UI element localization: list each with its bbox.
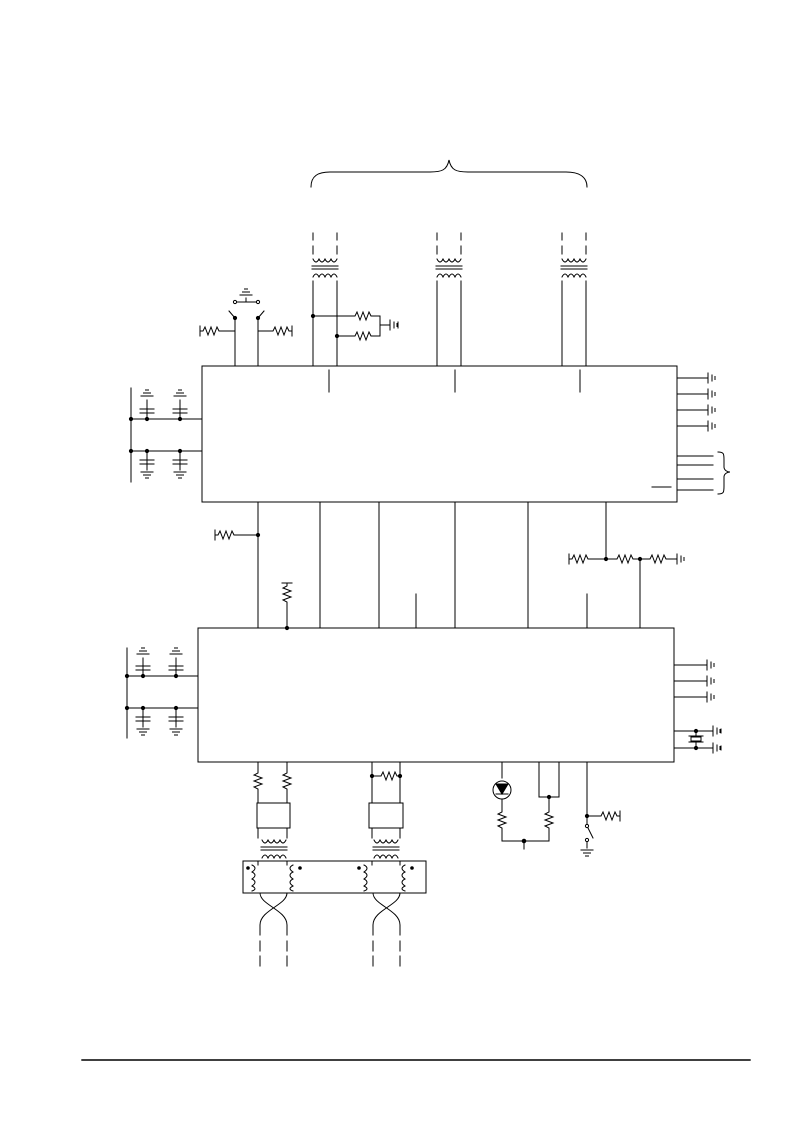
junction-dot xyxy=(694,729,697,732)
junction-dot xyxy=(335,334,338,337)
junction-dot xyxy=(233,300,236,303)
twisted-pair-a xyxy=(260,893,287,966)
choke-coils xyxy=(252,861,405,891)
lower-supply-bypass xyxy=(127,647,198,738)
top-channel-1 xyxy=(311,233,339,392)
junction-dot xyxy=(125,706,128,709)
junction-dot xyxy=(174,674,177,677)
junction-dot xyxy=(585,838,588,841)
lower-right-grounds xyxy=(674,659,715,703)
bottom-channel-b xyxy=(369,762,403,859)
led-return-loop xyxy=(502,762,559,849)
junction-dot xyxy=(522,839,526,843)
junction-dot xyxy=(141,706,144,709)
upper-supply-bypass xyxy=(131,388,202,482)
junction-dot xyxy=(256,316,259,319)
divider-chain xyxy=(568,553,685,565)
junction-dot xyxy=(638,557,641,560)
channel-brace xyxy=(311,160,587,187)
junction-dot xyxy=(145,417,148,420)
junction-dot xyxy=(256,300,259,303)
mid-pullup-left xyxy=(214,530,258,540)
junction-dot xyxy=(547,795,550,798)
junction-dot xyxy=(141,674,144,677)
junction-dot xyxy=(694,746,697,749)
top-channel-3 xyxy=(560,233,588,392)
junction-dot xyxy=(604,557,607,560)
upper-ic-block xyxy=(202,366,677,502)
junction-dot xyxy=(411,867,414,870)
junction-dot xyxy=(585,814,588,817)
junction-dot xyxy=(311,314,314,317)
junction-dot xyxy=(174,706,177,709)
choke-module xyxy=(243,861,426,893)
junction-dot xyxy=(233,316,236,319)
twisted-pair-b xyxy=(373,893,400,966)
upper-left-pullups xyxy=(199,288,293,366)
upper-right-bus xyxy=(677,452,730,494)
junction-dot xyxy=(178,417,181,420)
junction-dot xyxy=(398,774,401,777)
mid-pullup-vertical xyxy=(282,582,292,628)
termination-network xyxy=(313,311,398,341)
junction-dot xyxy=(358,867,361,870)
junction-dot xyxy=(370,774,373,777)
crystal-oscillator xyxy=(674,725,721,754)
junction-dot xyxy=(129,417,132,420)
bottom-channel-a xyxy=(253,762,292,859)
led-indicator xyxy=(493,762,511,841)
junction-dot xyxy=(585,824,588,827)
junction-dot xyxy=(145,449,148,452)
lower-ic-block xyxy=(198,628,674,762)
inter-ic-wiring xyxy=(258,502,640,628)
junction-dot xyxy=(247,867,250,870)
junction-dot xyxy=(129,449,132,452)
junction-dot xyxy=(256,533,259,536)
upper-right-grounds xyxy=(677,372,716,432)
top-channel-2 xyxy=(435,233,463,392)
junction-dot xyxy=(125,674,128,677)
junction-dot xyxy=(299,867,302,870)
junction-dot xyxy=(178,449,181,452)
